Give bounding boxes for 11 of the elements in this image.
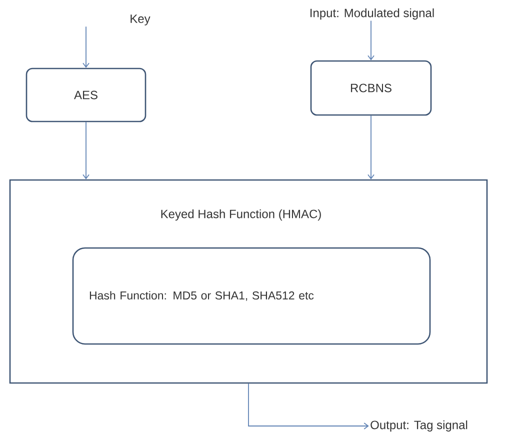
arrow (368, 20, 374, 60)
label-text: Input: Modulated signal (310, 8, 434, 20)
label-text: Key (130, 14, 150, 26)
process-box: RCBNS (310, 60, 432, 116)
hash-function-box: Hash Function: MD5 or SHA1, SHA512 etc (72, 247, 431, 345)
arrow (248, 383, 369, 430)
arrow (368, 115, 374, 180)
process-box: AES (26, 68, 146, 122)
label-text: Output: Tag signal (370, 420, 468, 432)
arrow (82, 122, 90, 180)
arrow (82, 26, 90, 68)
